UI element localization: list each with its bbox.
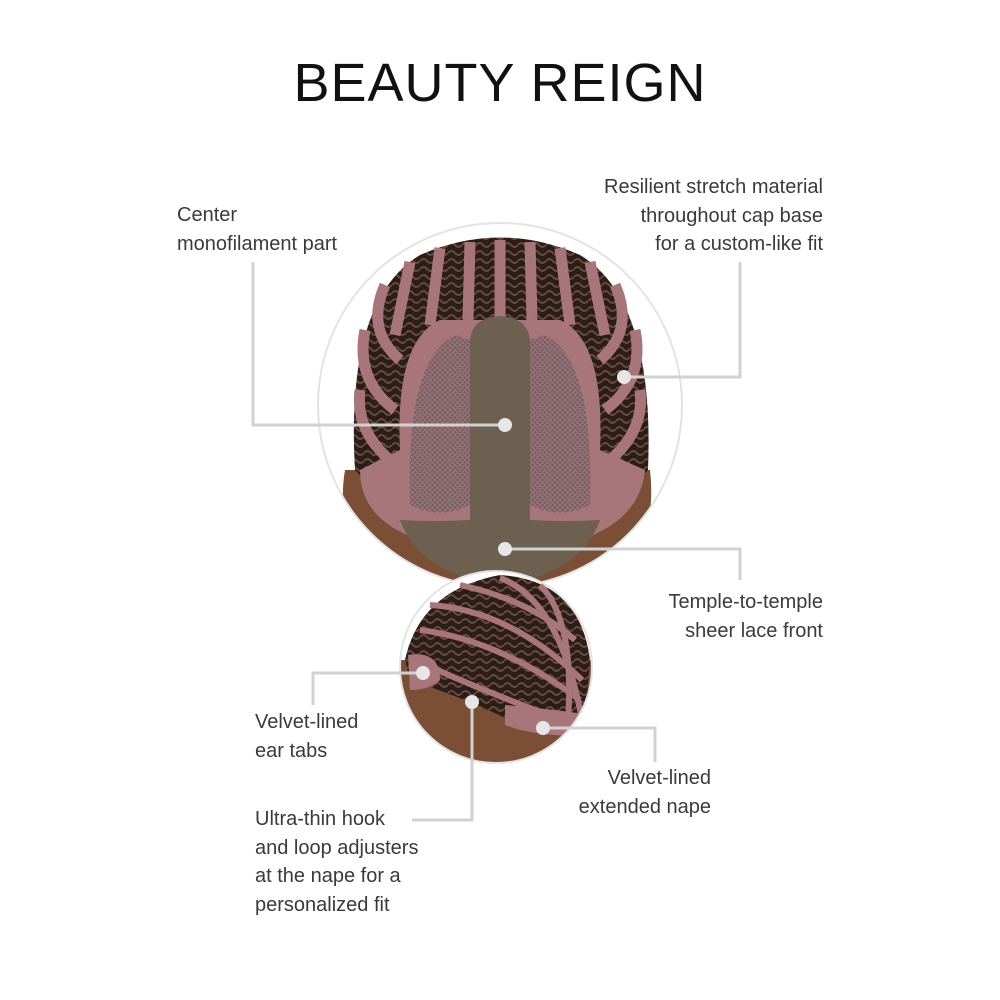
dot-ear-tabs [416, 666, 430, 680]
product-title: BEAUTY REIGN [293, 53, 707, 113]
callout-nape: Velvet-lined extended nape [579, 764, 711, 821]
line-lace-front [505, 547, 742, 580]
callout-lace-front: Temple-to-temple sheer lace front [668, 588, 823, 645]
callout-line: extended nape [578, 795, 711, 818]
dot-adjusters [465, 695, 479, 709]
callout-line: monofilament part [177, 232, 338, 255]
callout-line: sheer lace front [685, 619, 823, 642]
small-circle-frame [399, 570, 593, 764]
line-adjusters [412, 702, 474, 822]
callout-stretch: Resilient stretch material throughout ca… [604, 173, 823, 259]
dot-center-part [498, 418, 512, 432]
line-nape [543, 726, 657, 762]
callout-lines [251, 262, 742, 822]
callout-line: personalized fit [255, 893, 390, 916]
callout-center-part: Center monofilament part [177, 201, 337, 258]
callout-line: throughout cap base [640, 204, 823, 227]
callout-line: Temple-to-temple [668, 591, 823, 613]
callout-line: ear tabs [255, 739, 328, 762]
callout-line: Center [177, 204, 238, 226]
cap-interior-view [318, 223, 682, 587]
callout-dots [416, 370, 631, 735]
callout-line: and loop adjusters [255, 836, 419, 859]
callout-line: at the nape for a [255, 865, 401, 887]
callout-adjusters: Ultra-thin hook and loop adjusters at th… [255, 805, 418, 919]
line-center-part [251, 262, 505, 427]
callout-line: for a custom-like fit [655, 233, 823, 255]
line-stretch [624, 262, 742, 379]
callout-ear-tabs: Velvet-lined ear tabs [255, 708, 358, 765]
callout-line: Ultra-thin hook [255, 808, 386, 830]
dot-stretch [617, 370, 631, 384]
callout-line: Resilient stretch material [604, 176, 823, 198]
dot-nape [536, 721, 550, 735]
dot-lace-front [498, 542, 512, 556]
line-ear-tabs [311, 671, 423, 705]
callout-line: Velvet-lined [607, 767, 711, 789]
callout-line: Velvet-lined [255, 711, 359, 733]
